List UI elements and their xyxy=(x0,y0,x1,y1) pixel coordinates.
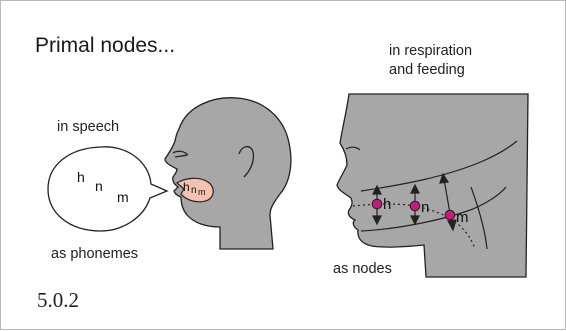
inner-tract-curve xyxy=(470,186,488,250)
caption-respiration-line2: and feeding xyxy=(389,62,465,78)
figure-title: Primal nodes... xyxy=(35,34,176,57)
profile-head: h n m xyxy=(336,93,529,278)
node-arrow-h xyxy=(372,184,382,226)
speaking-head-ear xyxy=(238,145,255,178)
speaking-head-silhouette xyxy=(164,97,292,250)
caption-as-phonemes: as phonemes xyxy=(51,246,139,262)
profile-head-eye xyxy=(345,146,361,151)
node-dot-n xyxy=(409,200,421,212)
node-dot-h xyxy=(371,198,383,210)
lower-airway-line xyxy=(360,186,507,232)
node-arrow-m xyxy=(439,172,457,232)
node-label-h: h xyxy=(383,196,391,213)
mouth-letter-h: h xyxy=(183,180,190,194)
node-pathway-dotted xyxy=(352,203,476,250)
caption-as-nodes: as nodes xyxy=(333,261,392,277)
upper-airway-line xyxy=(360,140,518,192)
bubble-letter-m: m xyxy=(117,189,129,205)
bubble-letter-n: n xyxy=(95,178,103,194)
speaking-head: h n m xyxy=(164,97,292,250)
bubble-letter-h: h xyxy=(77,169,85,185)
speaking-head-mouth xyxy=(175,177,214,203)
speech-bubble-outline xyxy=(47,146,169,232)
profile-head-silhouette xyxy=(336,93,529,278)
mouth-letter-m: m xyxy=(198,187,206,197)
speech-bubble: h n m xyxy=(47,146,169,232)
caption-respiration-line1: in respiration xyxy=(389,43,473,59)
mouth-letter-n: n xyxy=(191,185,197,196)
figure-number: 5.0.2 xyxy=(37,288,79,312)
speaking-head-eye xyxy=(172,150,189,158)
caption-in-speech: in speech xyxy=(57,119,120,135)
node-label-n: n xyxy=(421,199,429,216)
node-dot-m xyxy=(444,209,456,221)
caption-respiration-feeding: in respiration and feeding xyxy=(389,42,472,80)
node-label-m: m xyxy=(456,209,469,226)
